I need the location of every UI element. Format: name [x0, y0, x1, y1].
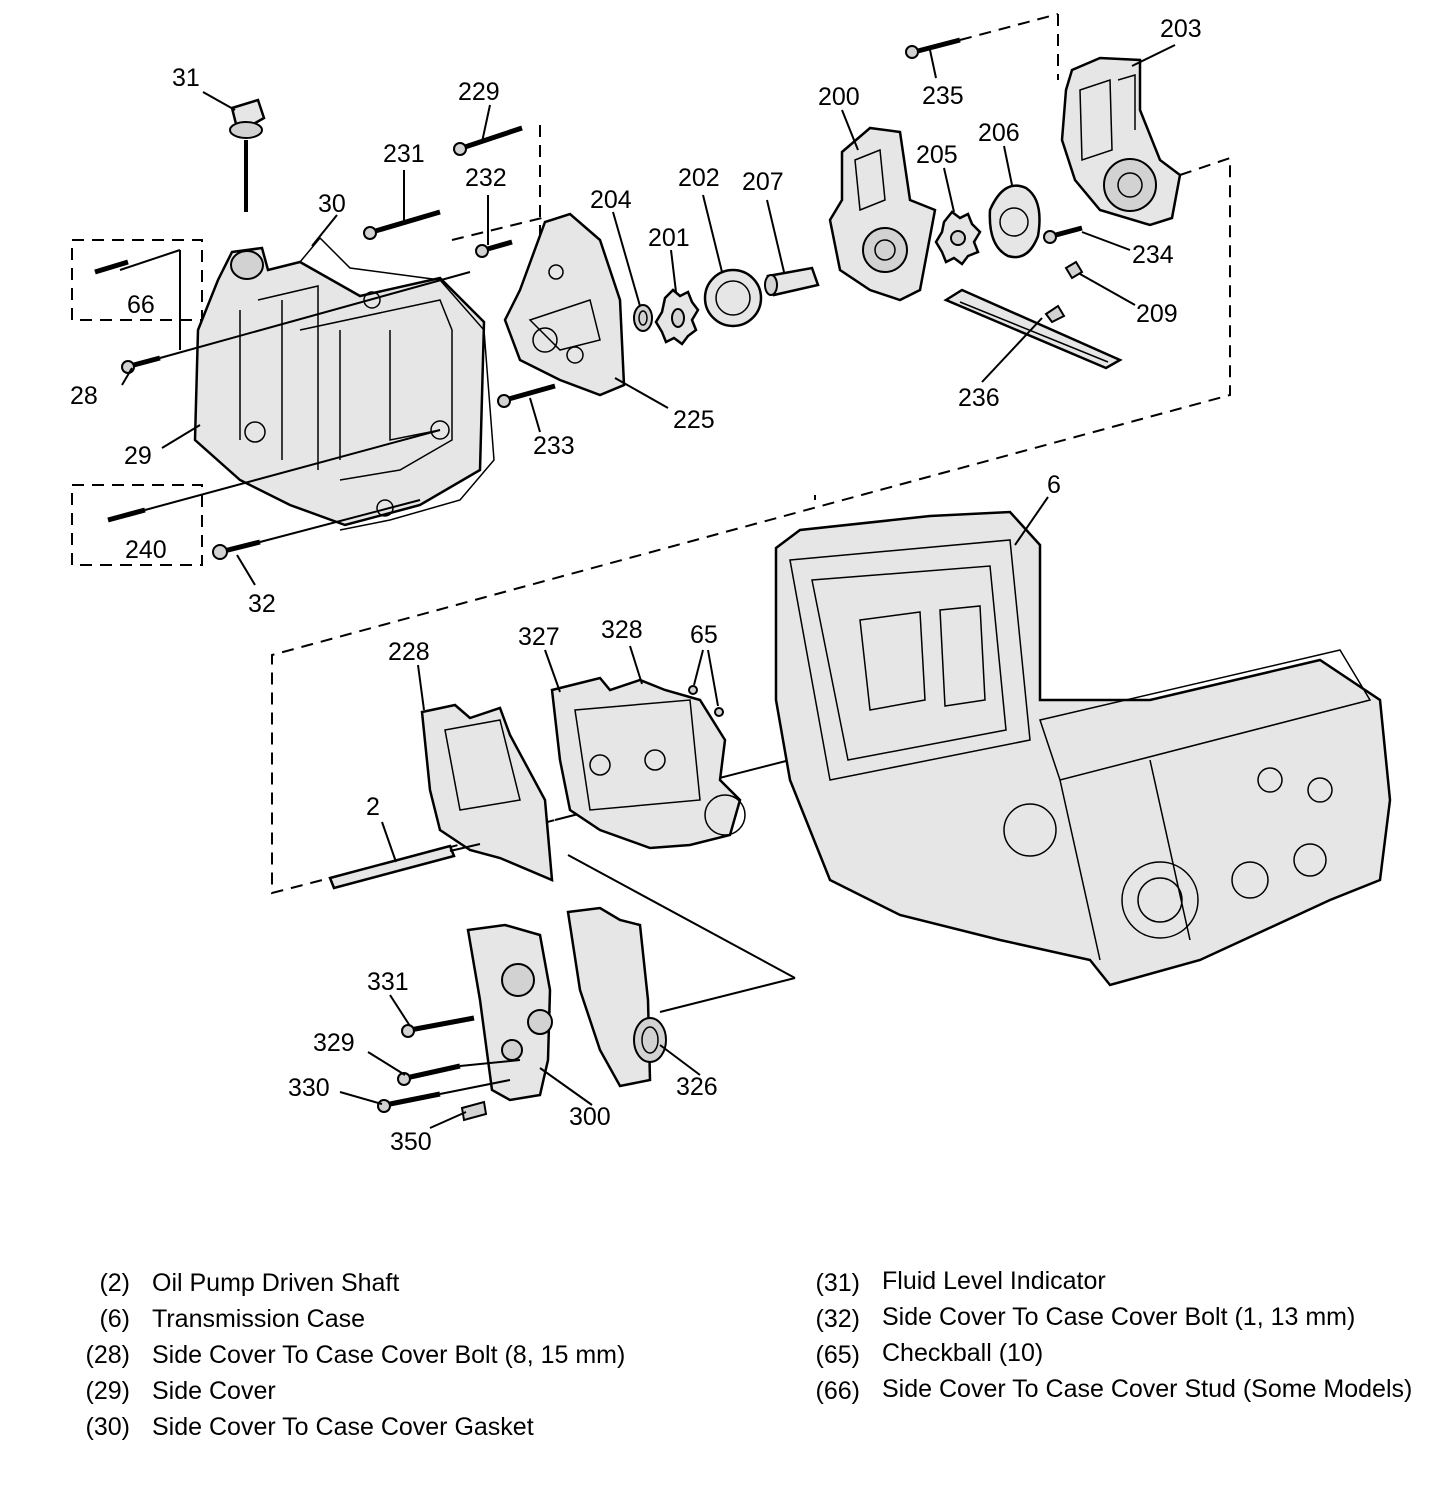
callout-209: 209: [1136, 300, 1178, 328]
legend-num: (2): [99, 1269, 130, 1297]
bolts: [94, 37, 1083, 560]
driven-shaft-2: [328, 843, 481, 890]
checkball-65a: [688, 685, 698, 695]
solenoid-body-300: [466, 923, 553, 1102]
callout-235: 235: [922, 82, 964, 110]
transmission-case-6: [774, 510, 1392, 987]
callout-232: 232: [465, 164, 507, 192]
rotor-206: [988, 184, 1041, 259]
fluid-level-indicator-31: [229, 98, 266, 212]
legend-text: Oil Pump Driven Shaft: [152, 1269, 400, 1297]
legend-num: (32): [815, 1305, 860, 1333]
callout-2: 2: [366, 793, 380, 821]
callout-327: 327: [518, 623, 560, 651]
small-bolts-300: [377, 1015, 521, 1122]
callout-65: 65: [690, 621, 718, 649]
legend-text: Side Cover To Case Cover Gasket: [152, 1413, 534, 1441]
callout-231: 231: [383, 140, 425, 168]
spacer-plate-326: [566, 906, 667, 1088]
callout-350: 350: [390, 1128, 432, 1156]
callout-229: 229: [458, 78, 500, 106]
callout-200: 200: [818, 83, 860, 111]
seal-204: [633, 304, 653, 332]
legend-num: (66): [815, 1377, 860, 1405]
callout-203: 203: [1160, 15, 1202, 43]
callout-233: 233: [533, 432, 575, 460]
callout-32: 32: [248, 590, 276, 618]
gasket-30: [299, 236, 495, 531]
valve-plate-327: [550, 676, 746, 850]
callout-28: 28: [70, 382, 98, 410]
callout-329: 329: [313, 1029, 355, 1057]
legend-left: (2) Oil Pump Driven Shaft (6) Transmissi…: [70, 1265, 692, 1445]
callout-207: 207: [742, 168, 784, 196]
legend-text: Transmission Case: [152, 1305, 366, 1333]
legend-item: (2) Oil Pump Driven Shaft: [70, 1265, 692, 1301]
legend-item: (30) Side Cover To Case Cover Gasket: [70, 1409, 692, 1445]
legend-text: Side Cover To Case Cover Bolt (1, 13 mm): [882, 1303, 1356, 1331]
callout-204: 204: [590, 186, 632, 214]
callout-66: 66: [127, 291, 155, 319]
callout-228: 228: [388, 638, 430, 666]
exploded-view-diagram: 31 229 231 232 30 204 201 202 207 200 23…: [70, 13, 1392, 1156]
checkball-65b: [714, 707, 724, 717]
legend-item: (29) Side Cover: [70, 1373, 692, 1409]
pump-body-200: [828, 126, 937, 302]
legend-num: (30): [85, 1413, 130, 1441]
legend-num: (65): [815, 1341, 860, 1369]
legend-num: (28): [85, 1341, 130, 1369]
leader-lines: [121, 44, 1176, 1129]
spacer-plate-228: [420, 703, 554, 882]
legend-text: Side Cover To Case Cover Bolt (8, 15 mm): [152, 1341, 626, 1369]
callout-300: 300: [569, 1103, 611, 1131]
legend-text: Side Cover: [152, 1377, 276, 1405]
side-cover-29: [193, 246, 486, 527]
filter-236: [943, 260, 1123, 370]
legend-item: (31) Fluid Level Indicator: [800, 1265, 1422, 1301]
callout-326: 326: [676, 1073, 718, 1101]
callout-206: 206: [978, 119, 1020, 147]
callout-240: 240: [125, 536, 167, 564]
legend-item: (28) Side Cover To Case Cover Bolt (8, 1…: [70, 1337, 692, 1373]
legend-item: (66) Side Cover To Case Cover Stud (Some…: [800, 1373, 1422, 1409]
callout-labels: 31 229 231 232 30 204 201 202 207 200 23…: [70, 15, 1202, 1156]
pump-internals: [633, 184, 1041, 346]
stud-66-box: [71, 239, 203, 321]
callout-225: 225: [673, 406, 715, 434]
callout-202: 202: [678, 164, 720, 192]
legend-item: (32) Side Cover To Case Cover Bolt (1, 1…: [800, 1301, 1422, 1337]
stud-240-box: [71, 484, 203, 566]
legend-text: Side Cover To Case Cover Stud (Some Mode…: [882, 1375, 1413, 1403]
callout-6: 6: [1047, 471, 1061, 499]
callout-330: 330: [288, 1074, 330, 1102]
seal-209: [1064, 260, 1084, 280]
callout-31: 31: [172, 64, 200, 92]
callout-29: 29: [124, 442, 152, 470]
callout-328: 328: [601, 616, 643, 644]
callout-236: 236: [958, 384, 1000, 412]
legend-num: (31): [815, 1269, 860, 1297]
legend-num: (29): [85, 1377, 130, 1405]
legend-num: (6): [99, 1305, 130, 1333]
legend-item: (6) Transmission Case: [70, 1301, 692, 1337]
legend-text: Fluid Level Indicator: [882, 1267, 1106, 1295]
callout-331: 331: [367, 968, 409, 996]
callout-205: 205: [916, 141, 958, 169]
ring-202: [703, 268, 763, 328]
callout-201: 201: [648, 224, 690, 252]
callout-234: 234: [1132, 241, 1174, 269]
legend-text: Checkball (10): [882, 1339, 1044, 1367]
callout-30: 30: [318, 190, 346, 218]
legend-item: (65) Checkball (10): [800, 1337, 1422, 1373]
pump-cover-225: [503, 212, 626, 397]
pump-body-203: [1060, 56, 1182, 227]
legend-right: (31) Fluid Level Indicator (32) Side Cov…: [800, 1265, 1422, 1409]
